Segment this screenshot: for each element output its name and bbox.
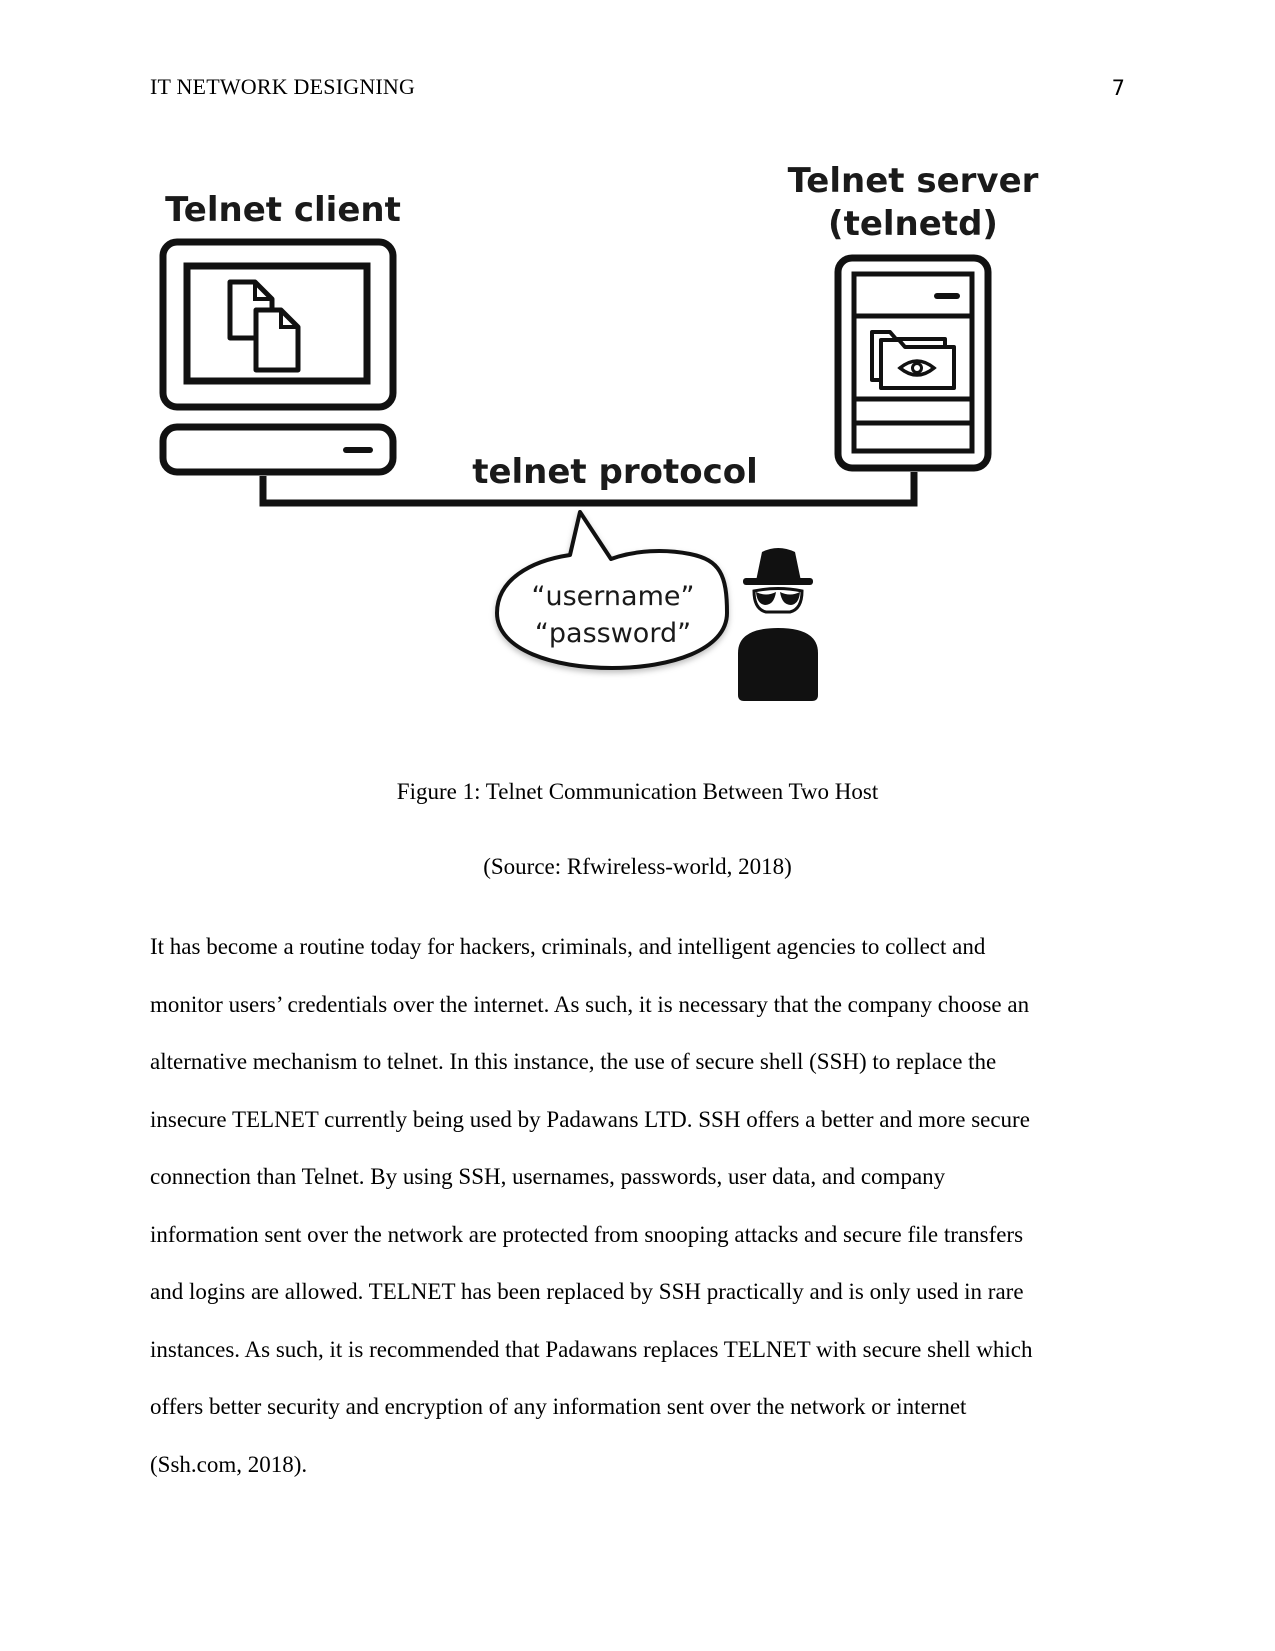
paragraph-line: connection than Telnet. By using SSH, us… (150, 1164, 946, 1189)
computer-icon (159, 238, 397, 476)
hacker-icon (738, 548, 818, 701)
paragraph-line: monitor users’ credentials over the inte… (150, 991, 1030, 1017)
protocol-label: telnet protocol (472, 452, 758, 492)
paragraph-line: insecure TELNET currently being used by … (150, 1106, 1030, 1132)
bubble-username: “username” (532, 581, 695, 612)
body-paragraph: It has become a routine today for hacker… (150, 918, 1130, 1493)
server-label-line2: (telnetd) (828, 204, 998, 244)
paragraph-line: (Ssh.com, 2018). (150, 1451, 308, 1477)
paragraph-line: instances. As such, it is recommended th… (150, 1336, 1033, 1362)
paragraph-line: and logins are allowed. TELNET has been … (150, 1279, 1024, 1304)
paragraph-line: alternative mechanism to telnet. In this… (150, 1049, 997, 1074)
server-label-line1: Telnet server (788, 161, 1039, 201)
server-icon (834, 254, 992, 472)
figure-caption: Figure 1: Telnet Communication Between T… (396, 779, 879, 804)
documents-icon (227, 279, 301, 373)
telnet-figure: Telnet client Telnet server (telnetd) te… (150, 150, 1100, 750)
figure-source: (Source: Rfwireless-world, 2018) (483, 854, 792, 879)
paragraph-line: information sent over the network are pr… (150, 1221, 1024, 1247)
folder-eye-icon (870, 330, 956, 390)
client-label: Telnet client (165, 190, 401, 230)
speech-bubble: “username” “password” (495, 510, 729, 670)
page-number: 7 (1111, 76, 1125, 100)
connection-line (259, 472, 918, 507)
paragraph-line: It has become a routine today for hacker… (150, 934, 986, 959)
bubble-password: “password” (535, 618, 691, 649)
running-head: IT NETWORK DESIGNING (150, 74, 416, 99)
paragraph-line: offers better security and encryption of… (150, 1394, 967, 1419)
